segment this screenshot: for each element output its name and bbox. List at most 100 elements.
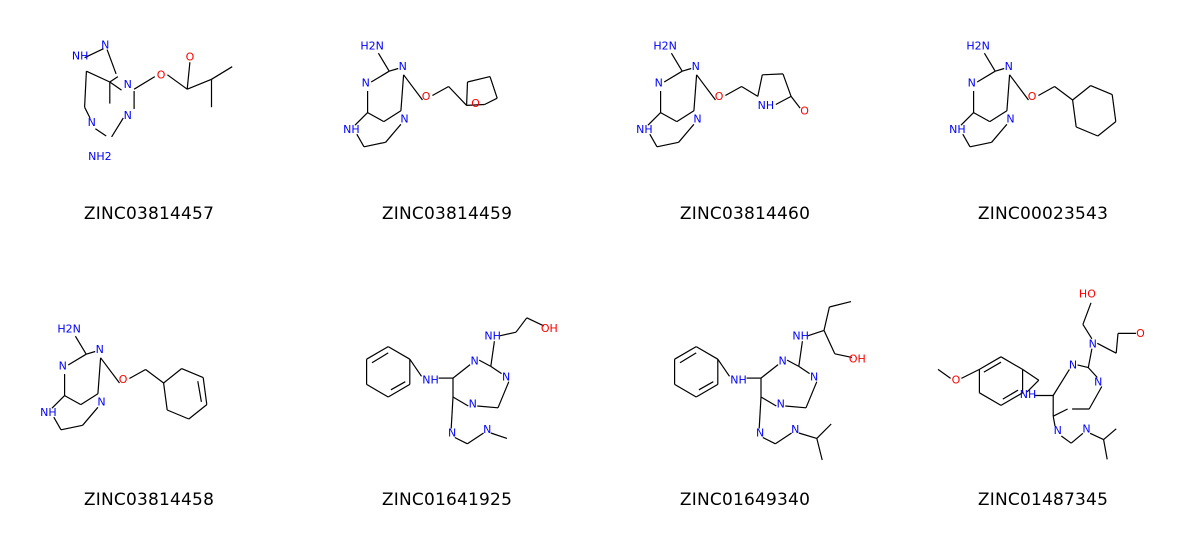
bond-line [409, 358, 422, 377]
atom-label: N [1089, 338, 1097, 351]
bond-line [1115, 333, 1119, 354]
bond-line [356, 133, 365, 148]
bond-line [762, 73, 784, 76]
atom-label: N [448, 427, 456, 440]
bond-line [1000, 392, 1023, 406]
bond-line [400, 74, 405, 111]
atom-label: N [101, 39, 109, 52]
bond-line [647, 112, 662, 126]
atom-label: O [471, 97, 480, 110]
atom-label: N [692, 60, 700, 73]
bond-line [790, 96, 801, 109]
bond-line [367, 112, 385, 123]
bond-line [991, 123, 1008, 143]
bond-line [760, 396, 777, 407]
bond-line [1089, 432, 1104, 441]
bond-line [1009, 74, 1029, 101]
atom-label: N [777, 398, 785, 411]
bond-line [782, 73, 792, 97]
bond-line [983, 361, 1002, 373]
bond-line [188, 404, 208, 420]
molecule-id: ZINC03814459 [381, 204, 513, 224]
bond-line [674, 383, 697, 398]
bond-line [466, 103, 485, 106]
bond-line [1072, 99, 1077, 128]
atom-label: N [810, 371, 818, 384]
atom-label: O [186, 50, 195, 63]
bond-line [1022, 368, 1040, 381]
atom-label: NH [636, 123, 653, 136]
bond-line [1077, 364, 1089, 369]
bond-line [186, 78, 212, 90]
bond-line [805, 381, 818, 409]
bond-line [695, 346, 719, 360]
atom-label: HO [1079, 287, 1096, 300]
bond-line [758, 396, 762, 429]
bond-line [785, 405, 807, 409]
bond-line [100, 357, 120, 384]
bond-line [526, 317, 545, 327]
bond-line [97, 357, 102, 394]
bond-line [448, 86, 468, 106]
molecule-id: ZINC01641925 [381, 490, 513, 510]
bond-line [1060, 435, 1072, 444]
bond-line [1026, 379, 1040, 393]
bond-line [354, 112, 369, 126]
bond-line [1052, 416, 1056, 427]
bond-line [969, 141, 992, 148]
bond-line [674, 346, 697, 360]
bond-line [370, 70, 390, 83]
bond-line [1090, 85, 1113, 96]
bond-line [366, 383, 389, 398]
bond-line [698, 381, 714, 391]
bond-line [129, 368, 146, 380]
bond-line [111, 117, 124, 138]
atom-label: N [968, 76, 976, 89]
atom-label: N [362, 76, 370, 89]
bond-line [477, 405, 499, 409]
bond-line [403, 74, 423, 101]
bond-line [490, 365, 502, 375]
molecule-id: ZINC03814458 [83, 490, 215, 510]
atom-label: N [791, 423, 799, 436]
bond-line [60, 424, 83, 431]
atom-label: N [778, 355, 786, 368]
bond-line [84, 48, 104, 59]
bond-line [695, 383, 719, 398]
bond-line [937, 368, 951, 379]
bond-line [679, 352, 697, 364]
atom-label: N [1082, 422, 1090, 435]
bond-line [696, 74, 716, 101]
atom-label: N [400, 112, 408, 125]
bond-line [452, 396, 469, 407]
bond-line [1038, 85, 1055, 97]
bond-line [1088, 386, 1103, 410]
bond-line [80, 393, 99, 406]
atom-label: N [59, 359, 67, 372]
bond-line [1097, 342, 1117, 354]
bond-line [499, 331, 517, 337]
bond-line [167, 74, 188, 90]
bond-line [82, 406, 99, 426]
atom-label: O [952, 374, 961, 387]
bond-line [798, 365, 810, 375]
atom-label: H2N [653, 40, 677, 53]
bond-line [432, 85, 449, 97]
bond-line [109, 76, 119, 83]
bond-line [1097, 121, 1117, 137]
bond-line [1052, 369, 1070, 396]
atom-label: N [1069, 358, 1077, 371]
bond-line [478, 359, 492, 367]
bond-line [106, 49, 117, 75]
atom-label: NH [40, 406, 57, 419]
bond-line [181, 368, 204, 379]
bond-line [1072, 85, 1091, 101]
